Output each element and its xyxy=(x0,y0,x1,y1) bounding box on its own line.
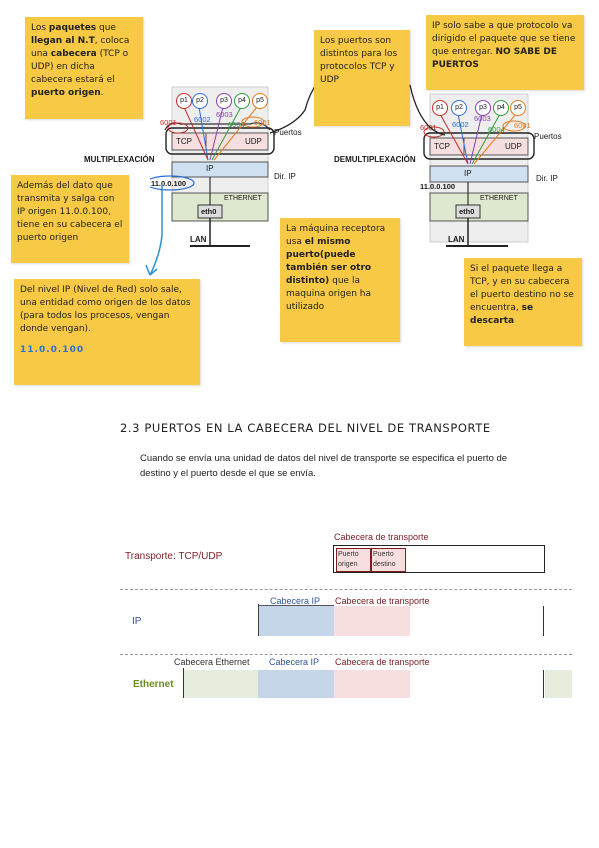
demultiplexacion-lines xyxy=(423,93,535,247)
cab-ip-mid: Cabecera IP xyxy=(270,596,321,606)
puerto-destino-label: Puerto destino xyxy=(373,551,396,568)
row-ethernet-label: Ethernet xyxy=(133,679,174,690)
port-label-5: 6001 xyxy=(254,118,271,127)
proc-p4: p4 xyxy=(234,93,250,109)
port-label-1: 6001 xyxy=(160,118,177,127)
note-receptora: La máquina receptora usa el mismo puerto… xyxy=(280,218,400,342)
proc-p3: p3 xyxy=(216,93,232,109)
udp-label: UDP xyxy=(245,137,262,146)
row-transport-label: Transporte: TCP/UDP xyxy=(125,551,223,562)
proc-p2: p2 xyxy=(192,93,208,109)
note-puertos-distintos: Los puertos son distintos para los proto… xyxy=(314,30,410,126)
cab-transporte-bottom: Cabecera de transporte xyxy=(335,657,430,667)
proc-p5: p5 xyxy=(252,93,268,109)
ip-addr-label: 11.0.0.100 xyxy=(151,179,187,188)
divider-1 xyxy=(120,589,572,590)
puertos-label: Puertos xyxy=(274,128,302,137)
udp-label: UDP xyxy=(505,142,522,151)
puerto-origen-label: Puerto origen xyxy=(338,551,359,568)
ethernet-row-right-line xyxy=(543,670,544,698)
note-nivel-ip: Del nivel IP (Nivel de Red) solo sale, u… xyxy=(14,279,200,385)
arrow-to-nivel-ip xyxy=(145,185,163,276)
puerto-destino-box: Puerto destino xyxy=(371,548,406,572)
cab-ip-bottom: Cabecera IP xyxy=(269,657,320,667)
diagram-demultiplexacion: p1 p2 p3 p4 p5 6001 6002 6003 6004 6001 … xyxy=(410,88,585,253)
note-paquetes: Los paquetes que llegan al N.T, coloca u… xyxy=(25,17,143,119)
note-ip-solo: IP solo sabe a que protocolo va dirigido… xyxy=(426,15,584,90)
proc-p5: p5 xyxy=(510,100,526,116)
eth0-label: eth0 xyxy=(459,207,475,216)
proc-p1: p1 xyxy=(432,100,448,116)
lan-label: LAN xyxy=(190,235,207,244)
ethernet-label: ETHERNET xyxy=(480,195,518,202)
demultiplexacion-title: DEMULTIPLEXACIÓN xyxy=(334,155,416,164)
puerto-origen-box: Puerto origen xyxy=(336,548,371,572)
port-label-3: 6003 xyxy=(474,114,491,123)
lan-label: LAN xyxy=(448,235,465,244)
tcp-label: TCP xyxy=(176,137,192,146)
row-ip-label: IP xyxy=(132,616,142,627)
puertos-label: Puertos xyxy=(534,132,562,141)
ip-addr-label: 11.0.0.100 xyxy=(420,182,456,191)
eth0-label: eth0 xyxy=(201,207,217,216)
divider-2 xyxy=(120,654,572,655)
ip-label: IP xyxy=(464,169,472,178)
port-label-5: 6001 xyxy=(514,121,531,130)
ip-header-block xyxy=(258,606,334,636)
ethernet-label: ETHERNET xyxy=(224,195,262,202)
ethernet-ip-block xyxy=(258,670,334,698)
section-title: 2.3 PUERTOS EN LA CABECERA DEL NIVEL DE … xyxy=(120,421,491,435)
note-ip-origen: Además del dato que transmita y salga co… xyxy=(11,175,129,263)
dir-ip-label: Dir. IP xyxy=(536,174,558,183)
port-label-2: 6002 xyxy=(194,115,211,124)
dir-ip-label: Dir. IP xyxy=(274,172,296,181)
ip-top-bracket xyxy=(258,605,334,606)
section-text: Cuando se envía una unidad de datos del … xyxy=(140,453,508,479)
ethernet-row-left-line xyxy=(183,668,184,698)
diagram-multiplexacion: p1 p2 p3 p4 p5 6001 6002 6003 6004 6001 … xyxy=(150,80,320,255)
proc-p1: p1 xyxy=(176,93,192,109)
multiplexacion-title: MULTIPLEXACIÓN xyxy=(84,155,155,164)
ethernet-header-block xyxy=(183,670,258,698)
nivel-ip-addr: 11.0.0.100 xyxy=(20,345,85,356)
proc-p3: p3 xyxy=(475,100,491,116)
arrow-to-demux xyxy=(409,84,446,136)
ethernet-transport-block xyxy=(334,670,410,698)
cab-transporte-top: Cabecera de transporte xyxy=(334,532,429,542)
ip-label: IP xyxy=(206,164,214,173)
note-descarta: Si el paquete llega a TCP, y en su cabec… xyxy=(464,258,582,346)
ethernet-trailer-block xyxy=(545,670,572,698)
ip-row-right-line xyxy=(543,606,544,636)
ip-transport-block xyxy=(334,606,410,636)
ip-row-left-line xyxy=(258,604,259,636)
port-label-1: 6001 xyxy=(420,123,437,132)
cab-ethernet-bottom: Cabecera Ethernet xyxy=(174,657,250,667)
port-label-4: 6004 xyxy=(488,125,505,134)
port-label-3: 6003 xyxy=(216,110,233,119)
proc-p4: p4 xyxy=(493,100,509,116)
port-label-4: 6004 xyxy=(228,120,245,129)
proc-p2: p2 xyxy=(451,100,467,116)
port-label-2: 6002 xyxy=(452,120,469,129)
tcp-label: TCP xyxy=(434,142,450,151)
cab-transporte-mid: Cabecera de transporte xyxy=(335,596,430,606)
